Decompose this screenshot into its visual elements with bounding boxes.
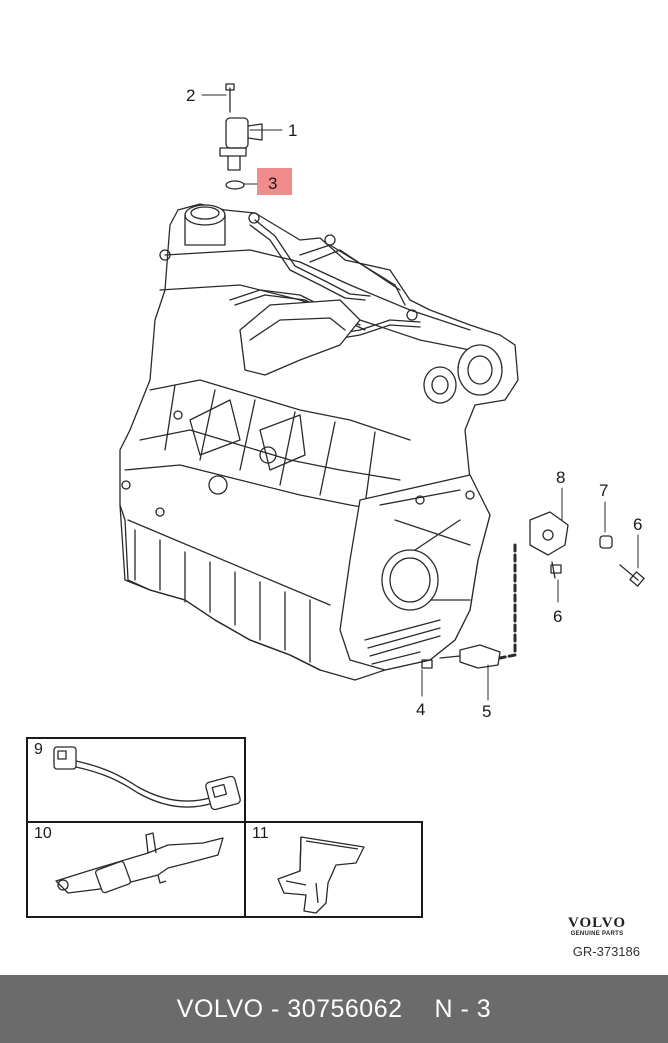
footer-bar: VOLVO - 30756062 N - 3: [0, 975, 668, 1043]
callout-4: 4: [416, 700, 425, 719]
wiring-harness-drawing: [53, 746, 241, 811]
callout-5: 5: [482, 702, 491, 721]
leader-lines: [201, 94, 639, 701]
volvo-logo: VOLVO GENUINE PARTS: [552, 915, 642, 937]
sensor-assembly-drawing: [219, 83, 263, 190]
callout-1: 1: [288, 121, 297, 140]
panel-11-label: 11: [252, 825, 269, 842]
brand-tagline: GENUINE PARTS: [570, 931, 624, 937]
engine-parts-diagram: 1 2 3 8 7 6 6 4 5: [119, 83, 645, 721]
panel-9-label: 9: [34, 741, 43, 758]
reference-code: GR-373186: [572, 944, 640, 959]
clip-drawing: [277, 836, 365, 914]
highlight-box: [257, 168, 292, 195]
callout-8: 8: [556, 468, 565, 487]
brand-logo-text: VOLVO: [567, 915, 627, 931]
callout-3: 3: [268, 174, 277, 193]
crank-sensor-drawing: [421, 511, 645, 669]
detail-panel-11: 11: [244, 821, 423, 918]
callout-7: 7: [599, 481, 608, 500]
detail-panel-9: 9: [26, 737, 246, 823]
panel-10-label: 10: [34, 825, 52, 842]
engine-block-drawing: [119, 203, 519, 681]
footer-part-number: VOLVO - 30756062: [176, 994, 403, 1023]
callout-6-lower: 6: [553, 607, 562, 626]
bracket-drawing: [55, 832, 224, 894]
footer-page-ref: N - 3: [434, 994, 492, 1023]
callout-6-right: 6: [633, 515, 642, 534]
detail-panel-10: 10: [26, 821, 246, 918]
callout-2: 2: [186, 86, 195, 105]
